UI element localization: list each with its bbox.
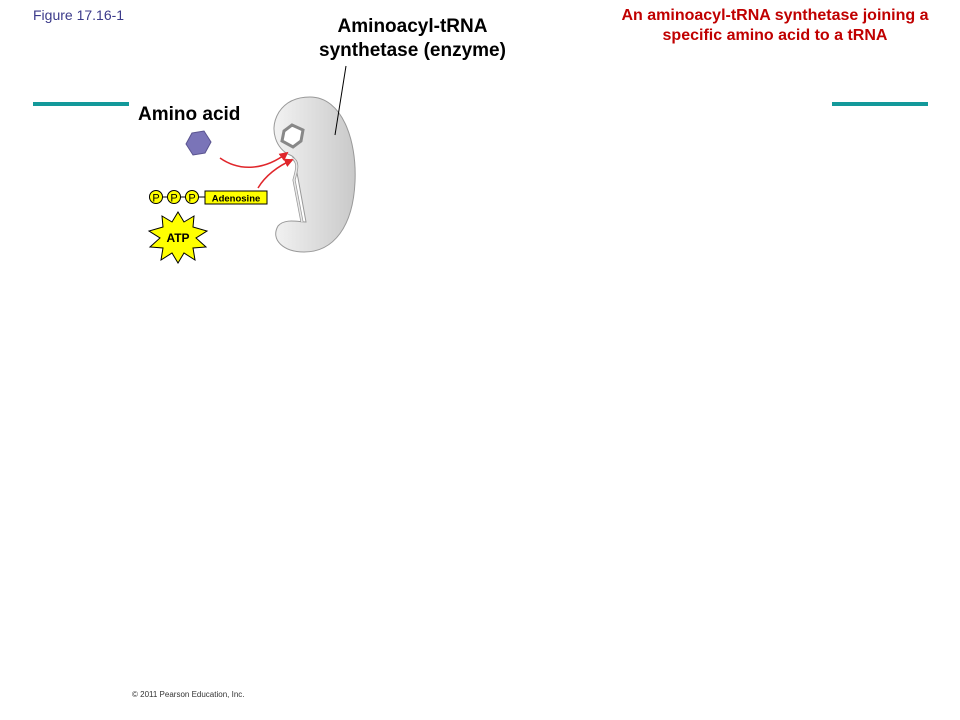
amino-acid-hexagon <box>185 130 212 156</box>
accent-line-left <box>33 102 129 106</box>
enzyme-groove-inner <box>291 157 303 223</box>
accent-line-right <box>832 102 928 106</box>
atp-starburst <box>147 211 209 264</box>
enzyme-label: Aminoacyl-tRNA synthetase (enzyme) <box>319 16 506 61</box>
atp-label: ATP <box>166 231 189 245</box>
svg-text:P: P <box>152 193 159 205</box>
arrow-atp <box>257 158 294 189</box>
amino-acid-label: Amino acid <box>138 104 241 125</box>
svg-text:P: P <box>188 193 195 205</box>
slide-title: An aminoacyl-tRNA synthetase joining a s… <box>621 7 929 44</box>
phosphate-3: P <box>185 190 199 205</box>
arrow-amino-acid <box>219 151 289 169</box>
enzyme-shape <box>273 96 356 253</box>
svg-text:P: P <box>170 193 177 205</box>
phosphate-2: P <box>167 190 181 205</box>
adenosine-label: Adenosine <box>212 194 261 205</box>
enzyme-label-pointer <box>334 65 347 136</box>
amino-acid-binding-pocket <box>280 123 305 149</box>
figure-label: Figure 17.16-1 <box>33 7 125 23</box>
copyright: © 2011 Pearson Education, Inc. <box>132 690 245 699</box>
adenosine-box <box>204 190 268 205</box>
phosphate-1: P <box>149 190 163 205</box>
